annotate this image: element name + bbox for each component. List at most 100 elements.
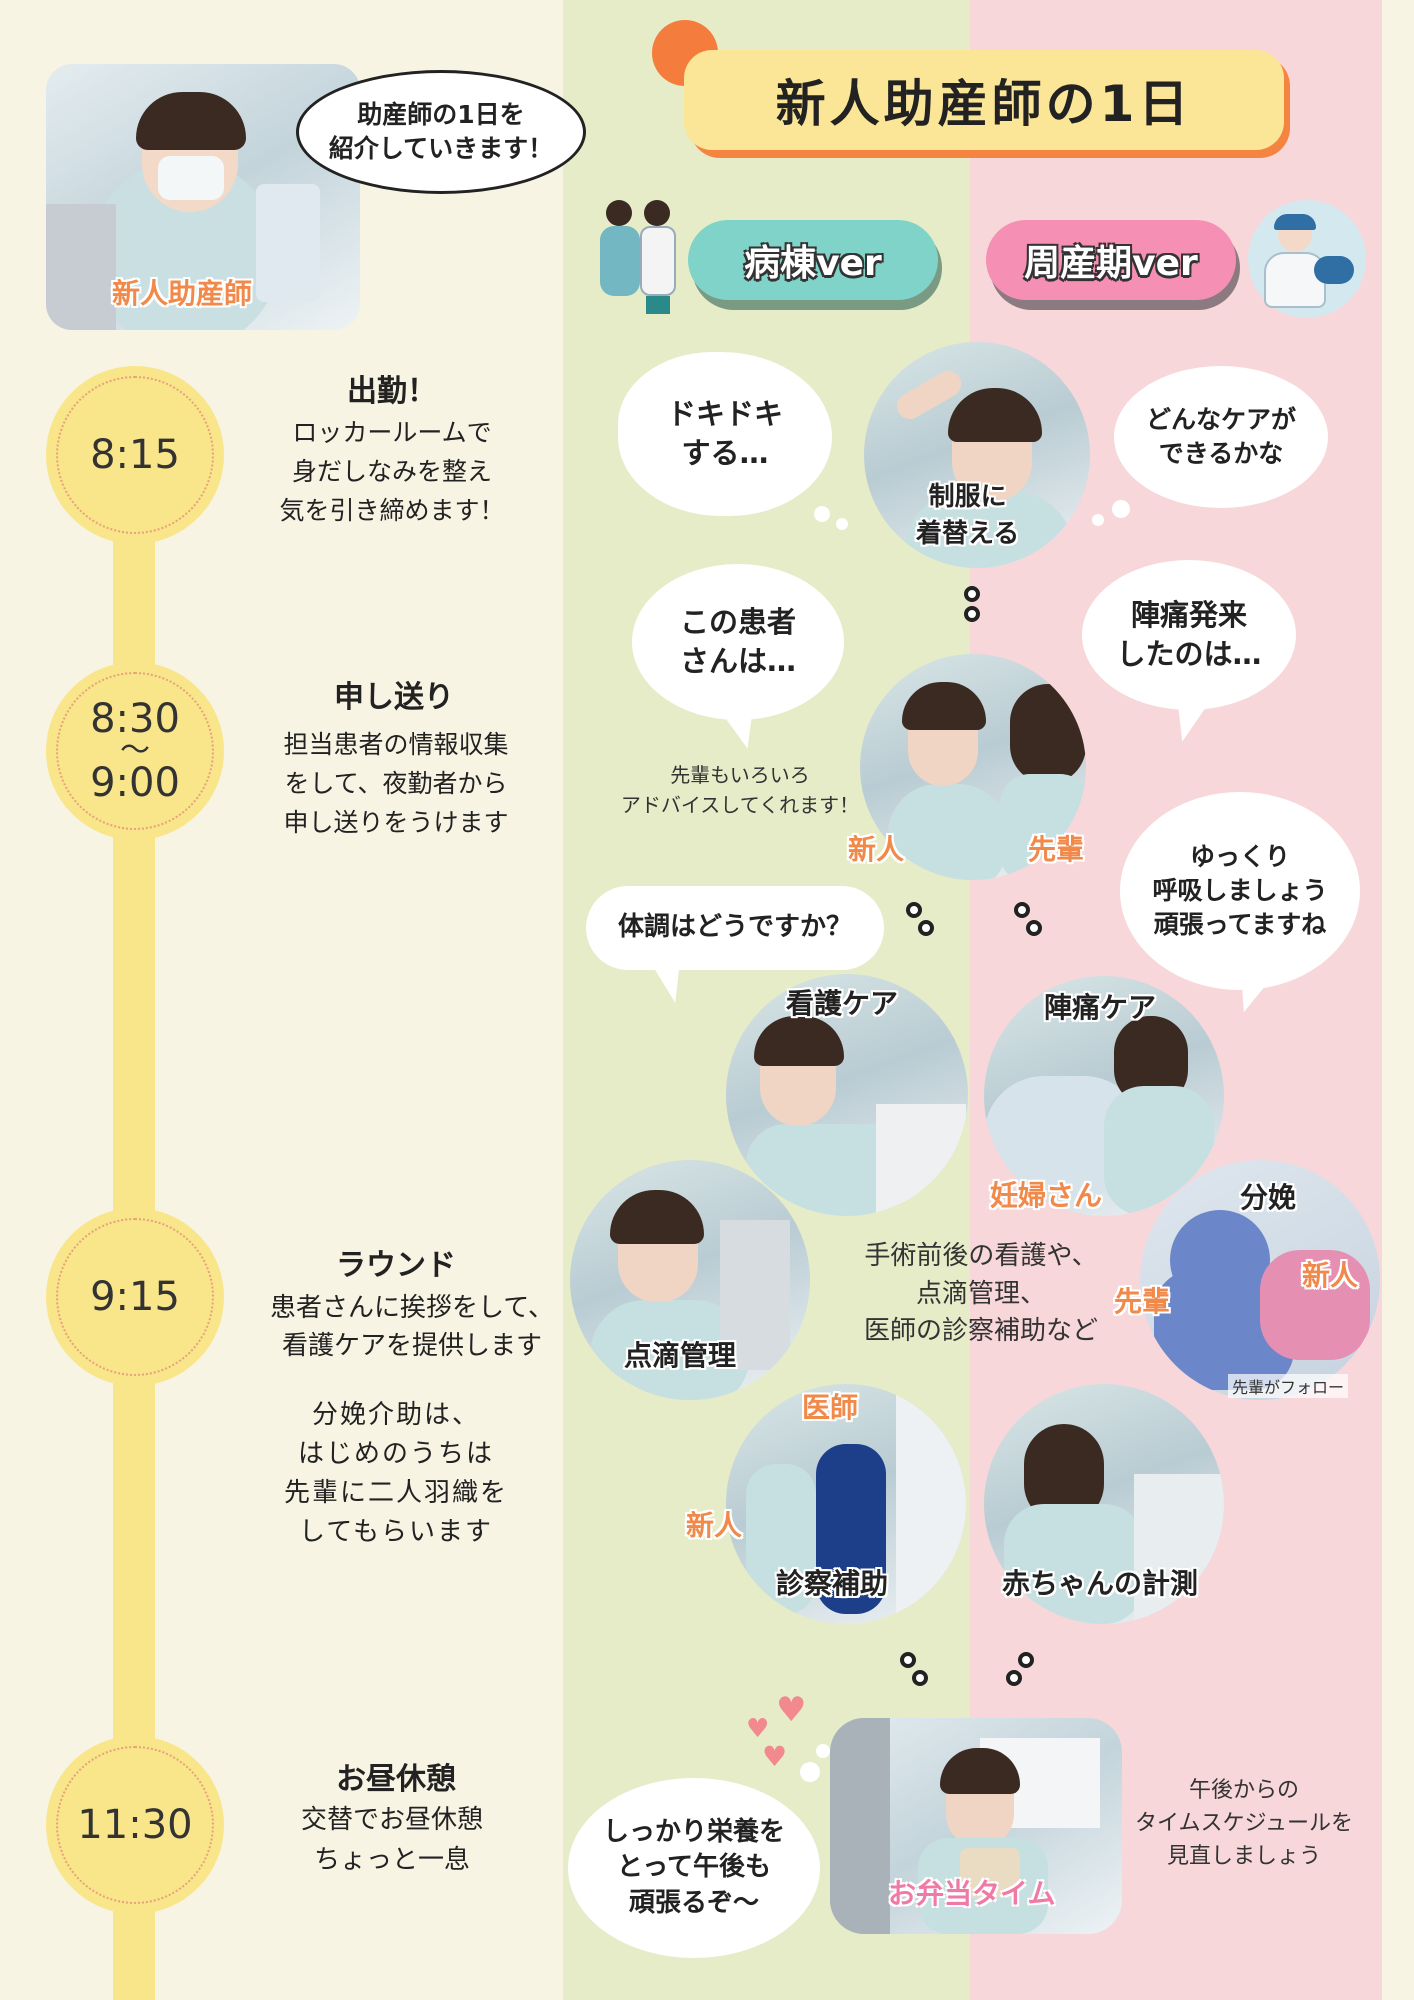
note-line: 点滴管理、 — [915, 1278, 1046, 1309]
connector-ring — [1026, 920, 1042, 936]
label-line: 制服に — [928, 482, 1007, 512]
photo-delivery — [1140, 1160, 1380, 1400]
bubble-patient: この患者 さんは… — [632, 564, 844, 720]
thought-dot — [800, 1762, 820, 1782]
note-line: 見直しましょう — [1166, 1844, 1321, 1869]
bubble-line: したのは… — [1116, 637, 1262, 671]
bubble-line: さんは… — [679, 644, 796, 678]
afternoon-note: 午後からの タイムスケジュールを 見直しましょう — [1124, 1774, 1364, 1873]
connector-ring — [964, 606, 980, 622]
time-1130: 11:30 — [77, 1802, 193, 1848]
intro-bubble: 助産師の1日を 紹介していきます！ — [296, 70, 586, 194]
event-desc-line: してもらいます — [299, 1517, 493, 1547]
ward-ver-pill: 病棟ver — [688, 220, 938, 300]
event-desc-line: 患者さんに挨拶をして、 — [270, 1293, 554, 1323]
thought-dot — [1092, 514, 1104, 526]
bubble-line: 呼吸しましょう — [1152, 876, 1328, 906]
event-desc-line: 交替でお昼休憩 — [300, 1805, 483, 1835]
label-iv-management: 点滴管理 — [624, 1339, 737, 1372]
photo-labor-care — [984, 976, 1224, 1216]
event-desc-arrival: ロッカールームで 身だしなみを整え 気を引き締めます！ — [222, 414, 562, 530]
senior-follow-note: 先輩がフォロー — [1228, 1374, 1349, 1398]
event-title-arrival: 出勤！ — [347, 374, 437, 409]
label-nursing-care: 看護ケア — [786, 987, 899, 1020]
time-circle-1130: 11:30 — [46, 1736, 224, 1914]
label-doctor: 医師 — [802, 1391, 859, 1424]
event-desc-line: 先輩に二人羽織を — [283, 1478, 508, 1508]
bubble-dokidoki: ドキドキ する… — [618, 352, 832, 516]
time-0915: 9:15 — [90, 1274, 180, 1320]
event-desc-handover: 担当患者の情報収集 をして、夜勤者から 申し送りをうけます — [226, 726, 566, 842]
time-circle-0815: 8:15 — [46, 366, 224, 544]
connector-ring — [964, 586, 980, 602]
connector-ring — [1006, 1670, 1022, 1686]
photo-iv-management — [570, 1160, 810, 1400]
note-line: アドバイスしてくれます！ — [620, 793, 860, 817]
connector-ring — [1018, 1652, 1034, 1668]
bubble-breathe: ゆっくり 呼吸しましょう 頑張ってますね — [1120, 792, 1360, 990]
label-senior-handover: 先輩 — [1028, 833, 1085, 866]
intro-line-1: 助産師の1日を — [357, 100, 525, 130]
thought-dot — [814, 506, 830, 522]
bubble-line: 体調はどうですか？ — [617, 912, 852, 943]
event-desc-line: 申し送りをうけます — [283, 807, 509, 837]
perinatal-ver-pill: 周産期ver — [986, 220, 1236, 300]
bubble-labor-onset: 陣痛発来 したのは… — [1082, 560, 1296, 710]
bubble-condition: 体調はどうですか？ — [586, 886, 884, 970]
event-title-round: ラウンド — [336, 1248, 456, 1283]
event-desc-line: はじめのうちは — [297, 1439, 494, 1469]
label-labor-care: 陣痛ケア — [1044, 991, 1157, 1024]
event-desc-round: 患者さんに挨拶をして、 看護ケアを提供します — [222, 1290, 602, 1365]
connector-ring — [912, 1670, 928, 1686]
label-change-clothes: 制服に 着替える — [916, 476, 1019, 550]
heart-icon: ♥ — [762, 1740, 788, 1773]
bubble-line: 頑張ってますね — [1153, 909, 1327, 939]
label-delivery: 分娩 — [1240, 1181, 1297, 1214]
bubble-line: 陣痛発来 — [1130, 597, 1247, 632]
heart-icon: ♥ — [776, 1690, 807, 1730]
connector-ring — [906, 902, 922, 918]
bubble-line: する… — [681, 436, 769, 470]
event-desc-line: ロッカールームで — [292, 418, 492, 447]
label-new-handover: 新人 — [848, 833, 905, 866]
bubble-line: ゆっくり — [1189, 842, 1290, 872]
note-line: 午後からの — [1188, 1778, 1299, 1803]
note-line: 手術前後の看護や、 — [864, 1241, 1098, 1271]
event-desc-line: 身だしなみを整え — [291, 456, 492, 486]
time-circle-0830: 8:30 〜 9:00 — [46, 662, 224, 840]
bubble-lunch: しっかり栄養を とって午後も 頑張るぞ～ — [568, 1778, 820, 1958]
label-line: 着替える — [916, 519, 1020, 549]
event-title-handover: 申し送り — [334, 680, 454, 715]
time-circle-0915: 9:15 — [46, 1208, 224, 1386]
connector-ring — [900, 1652, 916, 1668]
event-desc-line: ちょっと一息 — [313, 1845, 470, 1876]
ward-work-note: 手術前後の看護や、 点滴管理、 医師の診察補助など — [836, 1238, 1126, 1351]
event-desc-line: をして、夜勤者から — [284, 768, 508, 798]
photo-lunch — [830, 1718, 1122, 1934]
event-desc-delivery-assist: 分娩介助は、 はじめのうちは 先輩に二人羽織を してもらいます — [226, 1396, 566, 1552]
bubble-line: ドキドキ — [666, 396, 783, 431]
bubble-line: どんなケアが — [1145, 405, 1296, 435]
thought-dot — [1112, 500, 1130, 518]
time-to: 9:00 — [90, 760, 180, 806]
timeline-bar — [113, 370, 155, 2000]
label-exam-assist: 診察補助 — [776, 1567, 889, 1600]
note-line: タイムスケジュールを — [1134, 1811, 1354, 1836]
label-bento: お弁当タイム — [888, 1877, 1056, 1910]
photo-handover — [860, 654, 1086, 880]
note-line: 先輩もいろいろ — [670, 763, 810, 787]
title-banner: 新人助産師の1日 — [684, 50, 1284, 150]
label-pregnant: 妊婦さん — [990, 1179, 1103, 1212]
intro-line-2: 紹介していきます！ — [328, 134, 554, 163]
photo-change-clothes — [864, 342, 1090, 568]
thought-dot — [836, 518, 848, 530]
event-title-lunch: お昼休憩 — [336, 1762, 456, 1797]
nurse-illustration — [600, 196, 684, 316]
photo-exam-assist — [726, 1384, 966, 1624]
label-senior-delivery: 先輩 — [1114, 1285, 1171, 1318]
bubble-line: とって午後も — [617, 1852, 771, 1883]
event-desc-line: 気を引き締めます！ — [279, 495, 505, 525]
heart-icon: ♥ — [746, 1714, 770, 1744]
page-title: 新人助産師の1日 — [775, 75, 1193, 133]
left-column-bg — [0, 0, 563, 2000]
